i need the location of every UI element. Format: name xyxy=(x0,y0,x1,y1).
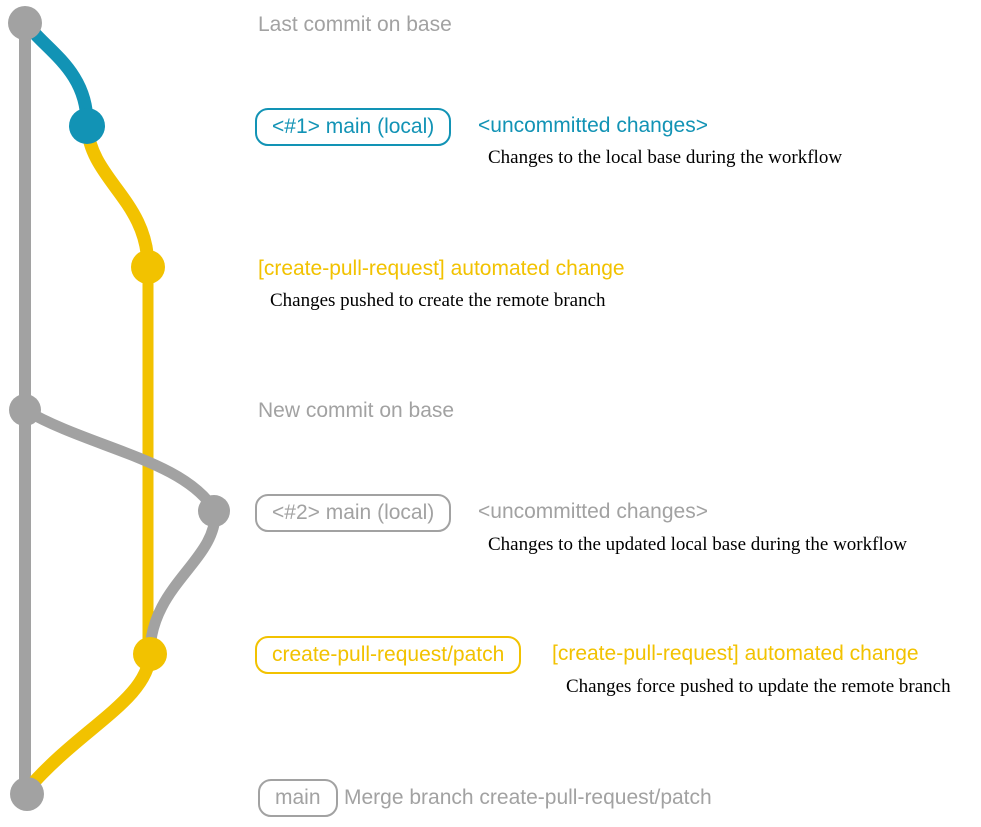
label-new-commit: New commit on base xyxy=(258,399,455,422)
label-automated-change-1: [create-pull-request] automated change xyxy=(258,257,625,280)
label-merge-message: Merge branch create-pull-request/patch xyxy=(344,786,712,809)
desc-automated-change-1: Changes pushed to create the remote bran… xyxy=(270,290,606,311)
patch-branch-curve-1 xyxy=(80,118,155,274)
badge-main-local-1: <#1> main (local) xyxy=(255,108,452,146)
label-automated-change-2: [create-pull-request] automated change xyxy=(552,642,919,665)
label-uncommitted-2: <uncommitted changes> xyxy=(478,500,708,523)
label-uncommitted-1: <uncommitted changes> xyxy=(478,114,708,137)
commit-dot-main-local-2 xyxy=(198,495,230,527)
commit-dot-new-base xyxy=(9,394,41,426)
git-graph xyxy=(8,6,230,811)
badge-main: main xyxy=(258,779,338,817)
label-last-commit: Last commit on base xyxy=(258,13,452,36)
main-local-to-patch-curve xyxy=(144,505,221,660)
commit-dot-merge xyxy=(10,777,44,811)
commit-dot-main-local-1 xyxy=(69,108,105,144)
desc-automated-change-2: Changes force pushed to update the remot… xyxy=(566,676,951,697)
patch-merge-curve xyxy=(20,647,157,797)
badge-main-local-2: <#2> main (local) xyxy=(255,494,452,532)
desc-uncommitted-2: Changes to the updated local base during… xyxy=(488,534,907,555)
commit-dot-patch-2 xyxy=(133,637,167,671)
desc-uncommitted-1: Changes to the local base during the wor… xyxy=(488,147,843,168)
badge-patch-branch: create-pull-request/patch xyxy=(255,636,522,674)
main-local-branch-curve-1 xyxy=(18,15,94,132)
commit-dot-patch-1 xyxy=(131,250,165,284)
base-to-main-local-curve-2 xyxy=(19,404,221,517)
commit-dot-last-base xyxy=(8,6,42,40)
